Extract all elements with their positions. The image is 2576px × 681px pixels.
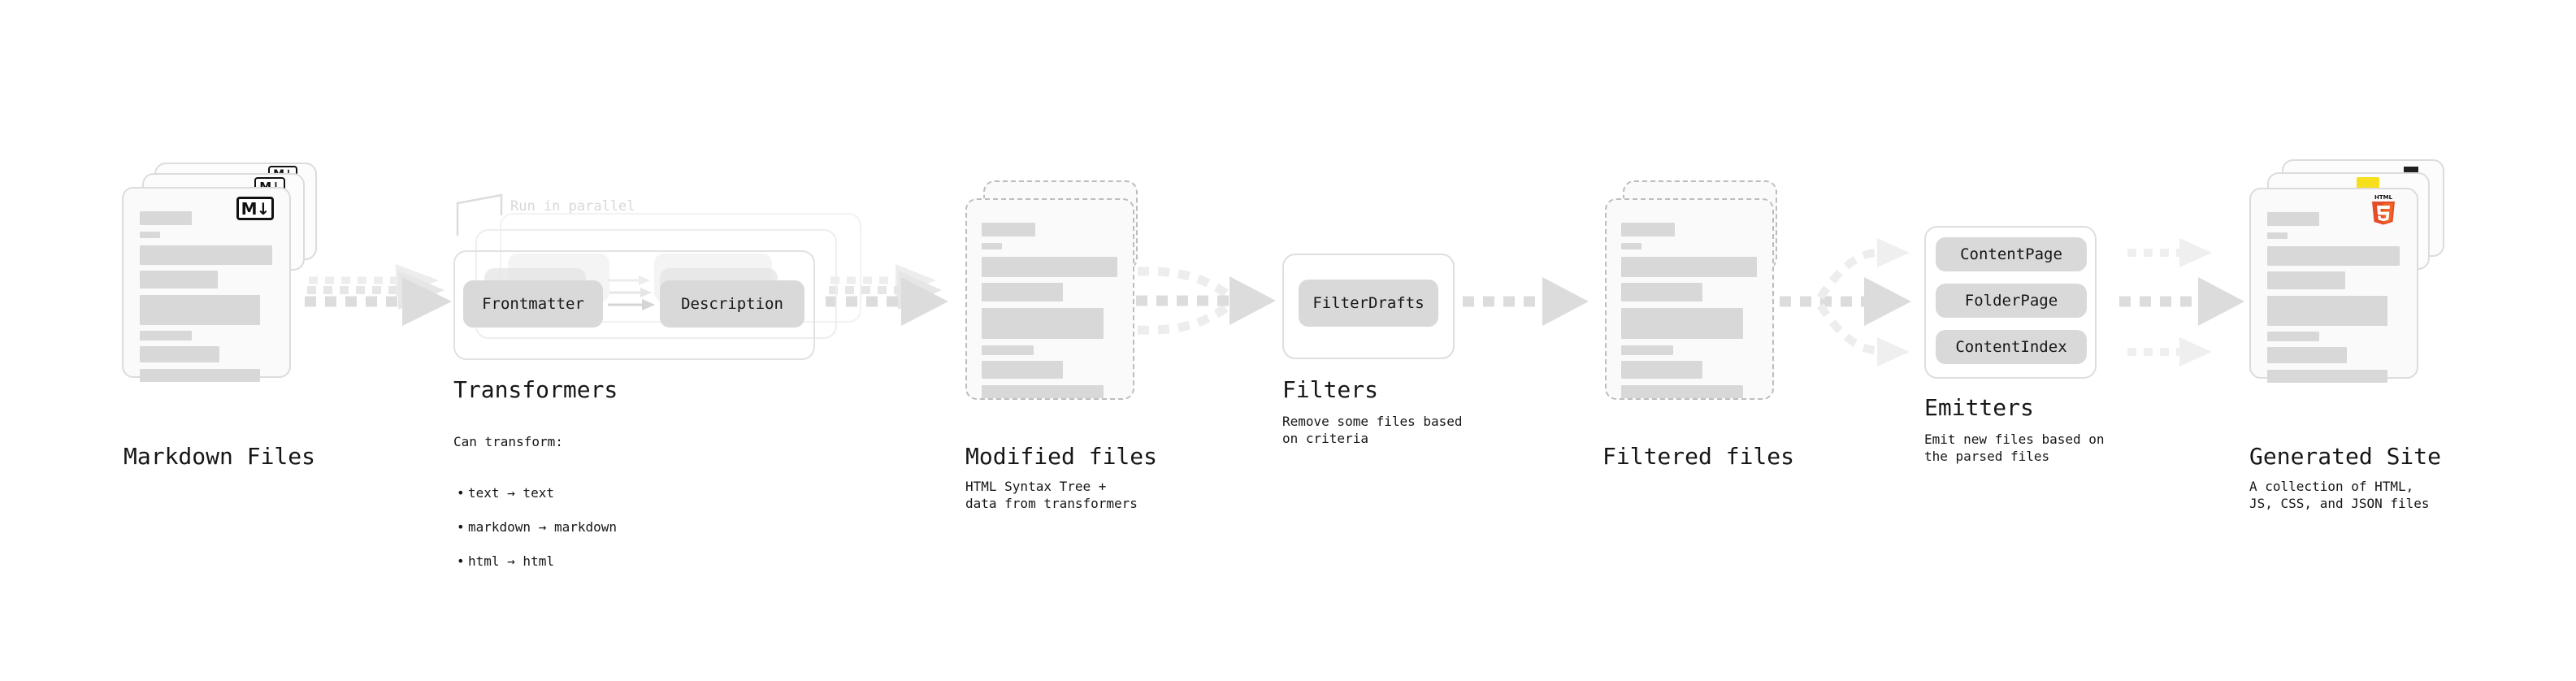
skeleton-bar [982,223,1035,236]
stage-title-emitters: Emitters [1924,394,2034,421]
skeleton-bar [982,243,1002,249]
skeleton-bar [2267,296,2387,326]
skeleton-bar [2267,271,2345,289]
skeleton-bar [1621,243,1641,249]
skeleton-bar [140,369,260,382]
chip-filterdrafts[interactable]: FilterDrafts [1299,280,1438,327]
stage-title-modified-files: Modified files [965,443,1158,470]
transformers-capability-item: text → text [457,484,722,501]
transformers-desc-heading: Can transform: [453,434,563,449]
skeleton-bar [1621,385,1743,398]
markdown-badge-front: M↓ [236,197,274,220]
stage-title-generated-site: Generated Site [2249,443,2442,470]
transformers-capability-list: text → text markdown → markdown html → h… [453,467,722,587]
run-in-parallel-note: Run in parallel [510,198,635,215]
stage-desc-filters: Remove some files based on criteria [1282,414,1463,446]
skeleton-bar [982,385,1104,398]
connector-filters-to-filtered [1463,277,1589,326]
skeleton-bar [140,211,192,225]
skeleton-bar [2267,370,2387,383]
chip-folderpage[interactable]: FolderPage [1936,284,2087,318]
skeleton-bar [982,308,1104,339]
skeleton-bar [1621,345,1673,355]
js-badge [2357,177,2379,190]
chip-frontmatter[interactable]: Frontmatter [463,280,603,327]
stage-desc-emitters: Emit new files based on the parsed files [1924,432,2105,464]
skeleton-bar [2267,246,2400,266]
skeleton-bar [1621,257,1757,277]
skeleton-bar [1621,361,1702,379]
stage-title-markdown-files: Markdown Files [124,443,316,470]
html5-icon: HTML [2372,194,2395,225]
svg-text:HTML: HTML [2374,194,2393,201]
skeleton-bar [982,345,1034,355]
stage-title-filtered-files: Filtered files [1602,443,1795,470]
connector-modified-to-filters [1136,267,1276,335]
transformer-group-front [453,250,815,360]
skeleton-bar [2267,347,2347,363]
skeleton-bar [140,271,218,288]
stage-title-transformers: Transformers [453,376,618,403]
connector-md-to-transformers [305,264,452,326]
skeleton-bar [982,361,1063,379]
chip-description[interactable]: Description [660,280,804,327]
skeleton-bar [1621,308,1743,339]
skeleton-bar [1621,283,1702,301]
chip-contentindex[interactable]: ContentIndex [1936,330,2087,364]
skeleton-bar [140,245,272,265]
connector-emitters-to-site [2119,238,2244,367]
doc-card-front [1605,198,1774,400]
skeleton-bar [2267,212,2319,226]
transformers-capability-item: html → html [457,553,722,570]
connector-filtered-to-emitters [1780,238,1911,367]
skeleton-bar [140,331,192,340]
skeleton-bar [982,257,1117,277]
stage-title-filters: Filters [1282,376,1379,403]
stage-desc-generated-site: A collection of HTML, JS, CSS, and JSON … [2249,479,2430,511]
skeleton-bar [140,346,219,362]
skeleton-bar [2267,232,2288,239]
skeleton-bar [2267,332,2319,341]
skeleton-bar [982,283,1063,301]
doc-card-front [965,198,1134,400]
stage-desc-modified-files: HTML Syntax Tree + data from transformer… [965,479,1138,511]
skeleton-bar [1621,223,1675,236]
chip-contentpage[interactable]: ContentPage [1936,237,2087,271]
skeleton-bar [140,295,260,325]
transformers-capability-item: markdown → markdown [457,518,722,536]
html5-badge: HTML [2370,193,2397,225]
skeleton-bar [140,232,160,238]
stage-desc-transformers: Can transform: text → text markdown → ma… [453,416,722,604]
